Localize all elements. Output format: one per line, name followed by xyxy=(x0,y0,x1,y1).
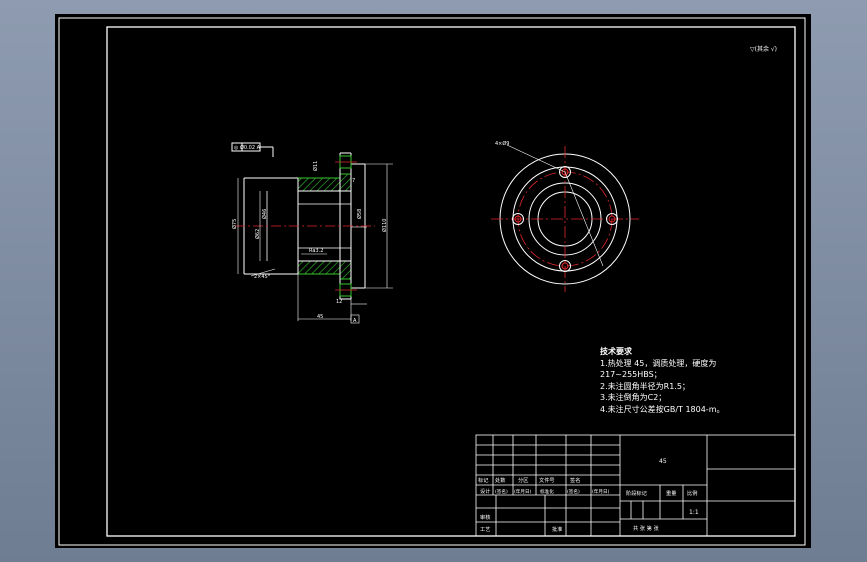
datum-a-text: A xyxy=(353,318,357,324)
title-block-text: 45 标记 处数 分区 文件号 签名 设计 (签名) (年月日) 标准化 (签名… xyxy=(478,458,699,533)
svg-text:(签名): (签名) xyxy=(495,488,508,495)
dim-ra: Ra3.2 xyxy=(309,248,323,254)
drawing-canvas: ▽(其余 √) xyxy=(55,14,811,548)
svg-text:处数: 处数 xyxy=(495,476,506,484)
tech-line-1: 1.热处理 45，调质处理，硬度为 xyxy=(600,358,717,368)
sheet-text: 共 张 第 张 xyxy=(633,524,660,532)
dim-d75: Ø75 xyxy=(231,219,238,229)
svg-text:标记: 标记 xyxy=(478,476,488,484)
cad-drawing: ▽(其余 √) xyxy=(58,17,806,546)
dim-7: 7 xyxy=(352,178,355,184)
dim-chamfer: 2×45° xyxy=(254,274,271,280)
dim-d11: Ø11 xyxy=(312,161,319,171)
dim-d46: Ø46 xyxy=(261,209,268,219)
dim-45: 45 xyxy=(317,314,323,320)
svg-text:重量: 重量 xyxy=(666,489,676,497)
dim-d58: Ø58 xyxy=(356,209,363,219)
svg-text:设计: 设计 xyxy=(480,487,490,495)
material-text: 45 xyxy=(659,458,667,465)
svg-text:签名: 签名 xyxy=(570,476,580,484)
svg-text:批准: 批准 xyxy=(552,525,562,533)
tech-line-5: 4.未注尺寸公差按GB/T 1804-m。 xyxy=(600,404,725,414)
front-view xyxy=(491,144,639,292)
dim-d62: Ø62 xyxy=(254,229,261,239)
scale-text: 1:1 xyxy=(689,509,699,516)
svg-text:文件号: 文件号 xyxy=(539,476,555,484)
dim-d110: Ø110 xyxy=(381,219,388,232)
svg-text:标准化: 标准化 xyxy=(540,488,554,495)
section-view xyxy=(231,142,393,324)
tech-title: 技术要求 xyxy=(600,347,632,356)
svg-text:(年月日): (年月日) xyxy=(514,488,532,495)
svg-text:阶段标记: 阶段标记 xyxy=(626,489,647,497)
svg-text:(签名): (签名) xyxy=(567,488,580,495)
tech-line-4: 3.未注倒角为C2； xyxy=(600,393,667,402)
hatch-bottom xyxy=(297,260,352,280)
bolt-holes xyxy=(512,166,618,272)
tech-line-3: 2.未注圆角半径为R1.5； xyxy=(600,381,690,391)
title-block xyxy=(475,434,796,537)
svg-text:分区: 分区 xyxy=(518,476,528,484)
section-labels: ◎ Ø0.02 A Ø75 Ø62 Ø46 Ø110 Ø58 Ø11 45 12… xyxy=(231,144,388,324)
hole-label: 4×Ø9 xyxy=(495,140,510,147)
svg-text:比例: 比例 xyxy=(687,489,697,497)
roughness-note: ▽(其余 √) xyxy=(750,45,777,53)
svg-text:审核: 审核 xyxy=(480,513,490,521)
datum-a-box xyxy=(350,314,360,324)
outer-frame xyxy=(58,17,806,546)
tech-line-2: 217~255HBS； xyxy=(600,370,662,379)
tolerance-text: ◎ Ø0.02 A xyxy=(234,144,261,151)
tech-requirements: 技术要求 1.热处理 45，调质处理，硬度为 217~255HBS； 2.未注圆… xyxy=(600,346,724,415)
hatch-top xyxy=(297,173,352,192)
svg-text:(年月日): (年月日) xyxy=(592,488,610,495)
inner-frame xyxy=(106,26,796,537)
svg-text:工艺: 工艺 xyxy=(480,526,490,533)
dim-12: 12 xyxy=(336,299,342,305)
